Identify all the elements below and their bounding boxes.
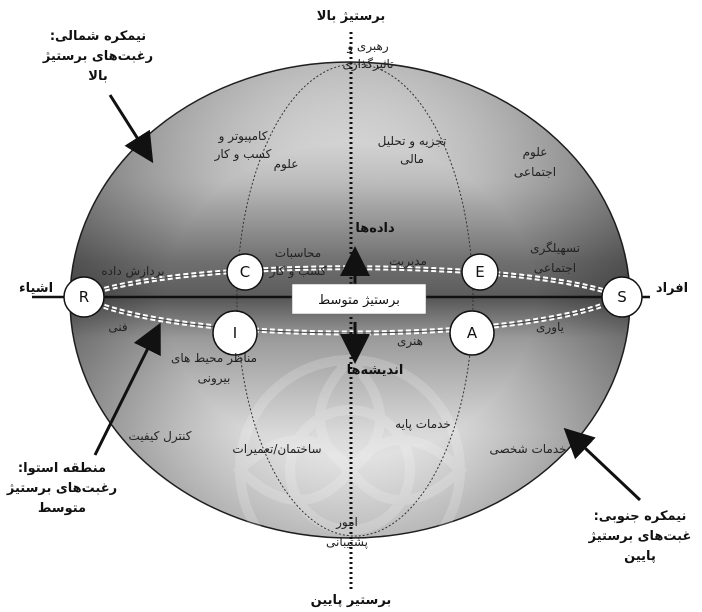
center-label: برستیژ متوسط bbox=[318, 293, 400, 308]
annotation-north-3: بالا bbox=[88, 69, 107, 84]
axis-right-label: افراد bbox=[656, 281, 688, 296]
up-arrow-label: داده‌ها bbox=[355, 221, 395, 236]
region-personal-services: خدمات شخصی bbox=[489, 442, 566, 456]
region-support: امور bbox=[335, 515, 358, 530]
region-support-2: پشتیبانی bbox=[326, 535, 368, 549]
region-environment: مناظر محیط های bbox=[171, 351, 257, 366]
svg-text:C: C bbox=[240, 263, 250, 281]
region-technical: فنی bbox=[108, 320, 127, 334]
annotation-equator-3: متوسط bbox=[38, 501, 86, 516]
node-c: C bbox=[226, 253, 264, 291]
region-facilitation-2: اجتماعی bbox=[534, 261, 576, 275]
node-r: R bbox=[63, 276, 105, 318]
region-computer: کامپیوتر و bbox=[218, 129, 268, 144]
svg-text:R: R bbox=[79, 288, 89, 306]
annotation-south-arrow bbox=[563, 427, 642, 502]
region-basic-services: خدمات پایه bbox=[395, 417, 451, 431]
region-quality-control: کنترل کیفیت bbox=[129, 429, 192, 444]
annotation-equator-2: رغبت‌های برستیژ bbox=[6, 481, 117, 496]
node-s: S bbox=[601, 276, 643, 318]
down-arrow-label: اندیشه‌ها bbox=[347, 363, 404, 378]
meridian-ellipse bbox=[236, 63, 474, 537]
region-construction: ساختمان/تعمیرات bbox=[232, 442, 321, 457]
region-management: مدیریت bbox=[389, 254, 427, 269]
region-finance: تجزیه و تحلیل bbox=[378, 134, 447, 149]
region-leadership-2: تاثیرگذاری bbox=[342, 57, 393, 72]
axis-bottom-label: برستیر پایین bbox=[311, 593, 392, 608]
svg-text:S: S bbox=[617, 288, 627, 306]
annotation-equator-arrow bbox=[93, 322, 161, 456]
node-a: A bbox=[449, 310, 495, 356]
annotation-north: نیمکره شمالی: bbox=[50, 29, 146, 44]
axis-left-label: اشیاء bbox=[19, 281, 53, 296]
node-i: I bbox=[212, 310, 258, 356]
center-box bbox=[291, 283, 427, 315]
svg-text:E: E bbox=[475, 263, 484, 281]
region-art: هنری bbox=[397, 334, 423, 349]
annotation-north-2: رغبت‌های برستیژ bbox=[42, 49, 153, 64]
region-facilitation: تسهیلگری bbox=[530, 241, 580, 256]
annotation-south-2: غبت‌های برستیژ bbox=[588, 529, 692, 544]
region-data-processing: پردازش داده bbox=[101, 264, 164, 279]
region-accounting-2: کسب و کار bbox=[269, 264, 327, 279]
region-science: علوم bbox=[274, 157, 299, 172]
region-finance-2: مالی bbox=[400, 152, 424, 166]
region-leadership: رهبری و bbox=[346, 39, 389, 54]
region-helping: یاوری bbox=[536, 320, 564, 335]
annotation-equator: منطقه استوا: bbox=[18, 461, 106, 476]
svg-text:A: A bbox=[467, 324, 478, 342]
svg-text:I: I bbox=[233, 324, 237, 342]
region-accounting: محاسبات bbox=[275, 246, 321, 260]
annotation-north-arrow bbox=[108, 94, 154, 164]
region-social: علوم bbox=[523, 145, 548, 160]
axis-top-label: برستیژ بالا bbox=[317, 9, 385, 24]
region-computer-2: کسب و کار bbox=[214, 147, 272, 162]
region-social-2: اجتماعی bbox=[514, 165, 556, 179]
node-e: E bbox=[461, 253, 499, 291]
region-environment-2: بیرونی bbox=[198, 371, 231, 386]
annotation-south-3: پایین bbox=[624, 549, 656, 564]
annotation-south: نیمکره جنوبی: bbox=[594, 509, 687, 524]
